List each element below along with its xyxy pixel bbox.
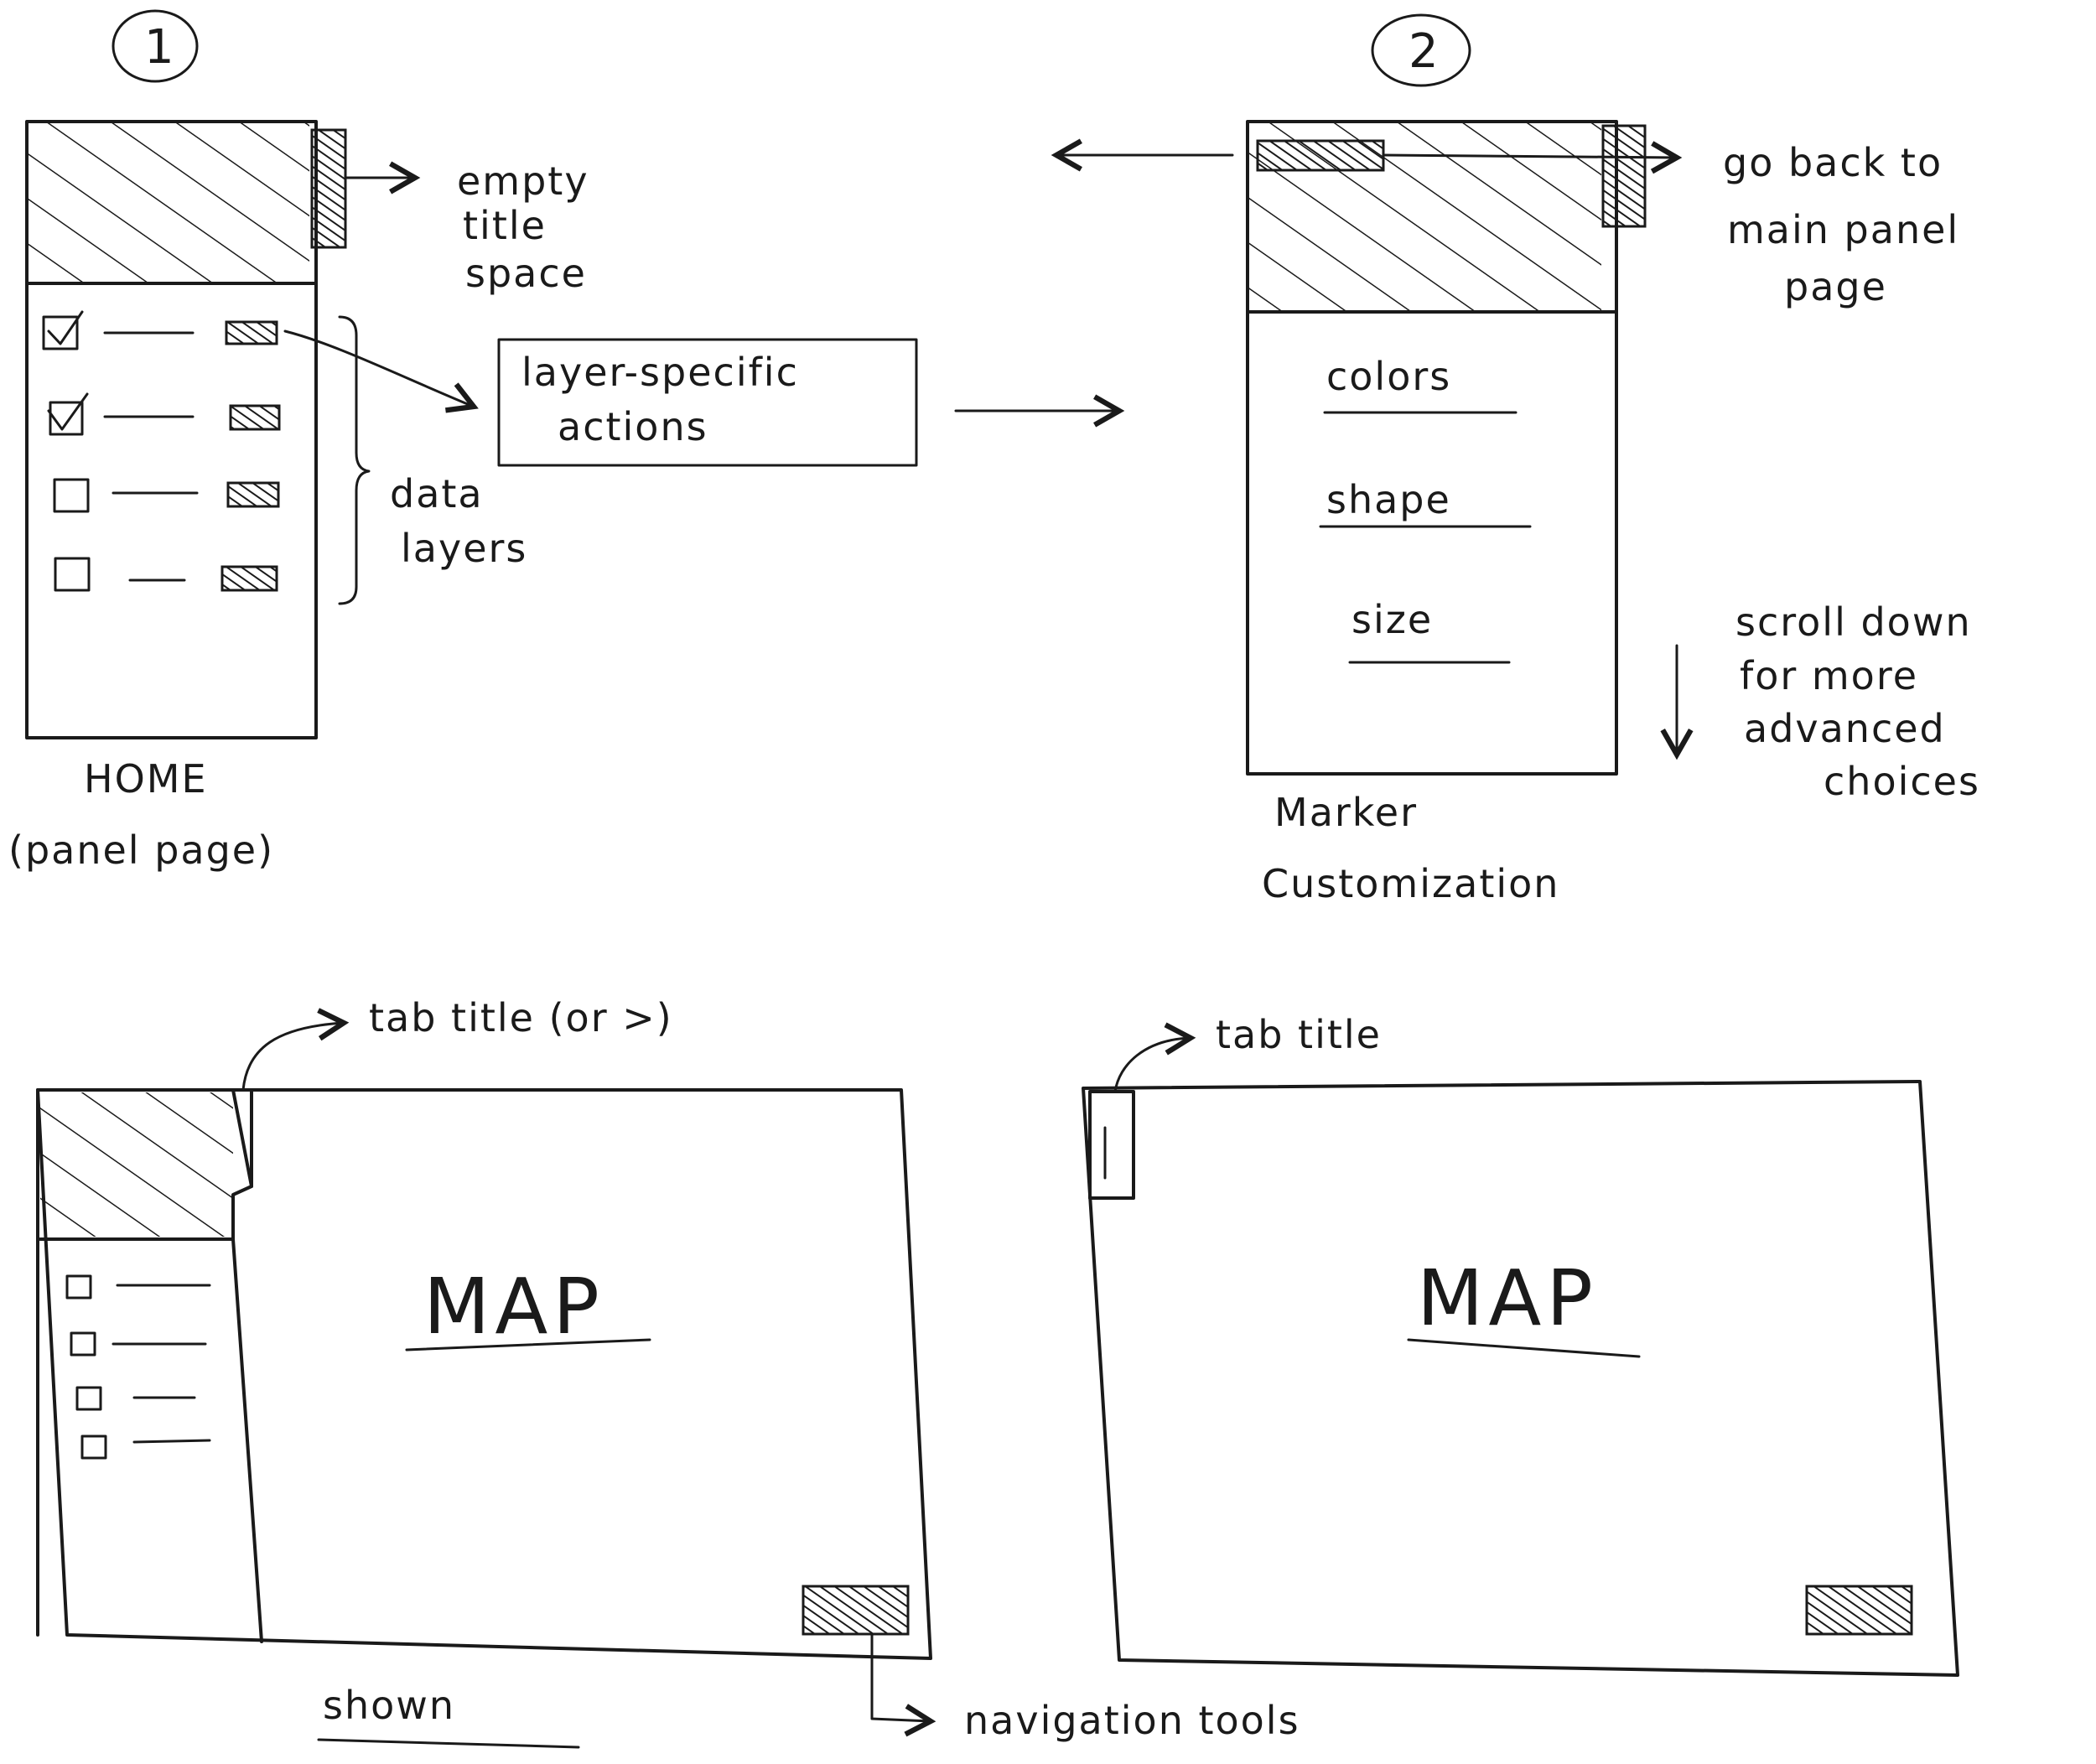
layer-row [42,310,278,350]
home-tab-handle [310,128,347,249]
step-two-number: 2 [1409,24,1440,79]
option-size[interactable]: size [1352,597,1433,642]
navigation-tools[interactable] [802,1585,910,1636]
annotation-go-back: go back to main panel page [1723,140,1974,309]
side-panel-title-area [40,1092,233,1237]
layer-checkbox [75,1386,102,1411]
back-button[interactable] [1256,139,1385,172]
layer-checkbox [53,478,90,513]
option-shape[interactable]: shape [1326,477,1451,522]
home-panel-sketch: 1 [8,9,1125,873]
layer-actions-icon [229,404,281,431]
map-shown-caption: shown [323,1683,455,1728]
annotation-tab-title-hidden: tab title [1216,1012,1382,1057]
navigation-tools-hidden[interactable] [1805,1585,1913,1636]
marker-options: colors shape size [1319,354,1532,664]
step-two-circle [1371,13,1471,87]
layer-actions-icon [226,481,280,508]
annotation-actions-box [497,338,918,467]
layer-checkbox [49,401,84,436]
map-label-hidden: MAP [1417,1253,1598,1343]
map-shown-sketch: MAP tab title (or >) navigation tools sh… [36,995,1300,1749]
map-label-shown: MAP [423,1262,604,1352]
marker-tab-handle [1601,124,1647,228]
marker-panel-frame [1246,120,1618,776]
annotation-navigation: navigation tools [964,1698,1300,1743]
home-layer-rows [42,310,281,592]
layer-actions-icon [220,565,278,592]
layer-actions-icon [225,320,278,345]
layer-row [54,557,278,592]
step-one-number: 1 [144,20,176,75]
layer-row [47,392,281,436]
home-panel-frame [25,120,318,739]
side-panel-layers [65,1274,211,1460]
annotation-title-space: empty title space [457,158,603,296]
annotation-actions: layer-specific actions [521,350,813,449]
annotation-data-layers: data layers [390,471,527,571]
layer-row [53,478,280,513]
annotation-tab-title-shown: tab title (or >) [369,995,673,1040]
layer-checkbox [80,1435,107,1460]
layer-checkbox [42,315,79,350]
home-title-area [29,123,309,283]
annotation-scroll: scroll down for more advanced choices [1735,599,1985,804]
layer-checkbox [70,1331,96,1357]
layer-checkbox [65,1274,92,1300]
home-caption: HOME (panel page) [8,756,274,873]
step-one-circle [112,9,199,83]
marker-panel-sketch: 2 go back to main panel page colors shap… [1051,13,1985,906]
map-hidden-sketch: MAP tab title [1082,1012,1959,1677]
collapsed-tab[interactable] [1088,1090,1135,1200]
layer-checkbox [54,557,91,592]
option-colors[interactable]: colors [1326,354,1451,399]
marker-caption: Marker Customization [1262,790,1559,906]
